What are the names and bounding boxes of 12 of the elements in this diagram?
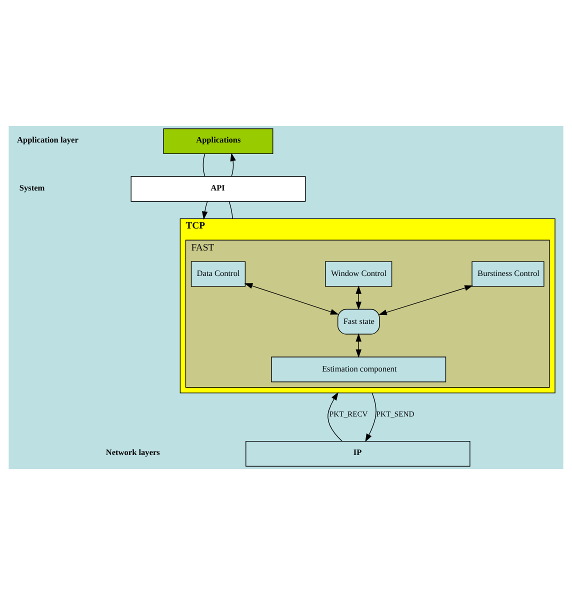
edge-label: PKT_RECV [329, 408, 368, 418]
arrow [202, 200, 208, 220]
arrow [328, 392, 343, 442]
arrow [356, 285, 362, 310]
arrow [378, 284, 474, 315]
arrow [230, 152, 236, 176]
connector [228, 200, 233, 218]
arrow [244, 282, 339, 314]
arrow [356, 332, 362, 358]
edge-label: PKT_SEND [376, 408, 414, 418]
connector [202, 153, 206, 176]
arrow [365, 392, 376, 442]
